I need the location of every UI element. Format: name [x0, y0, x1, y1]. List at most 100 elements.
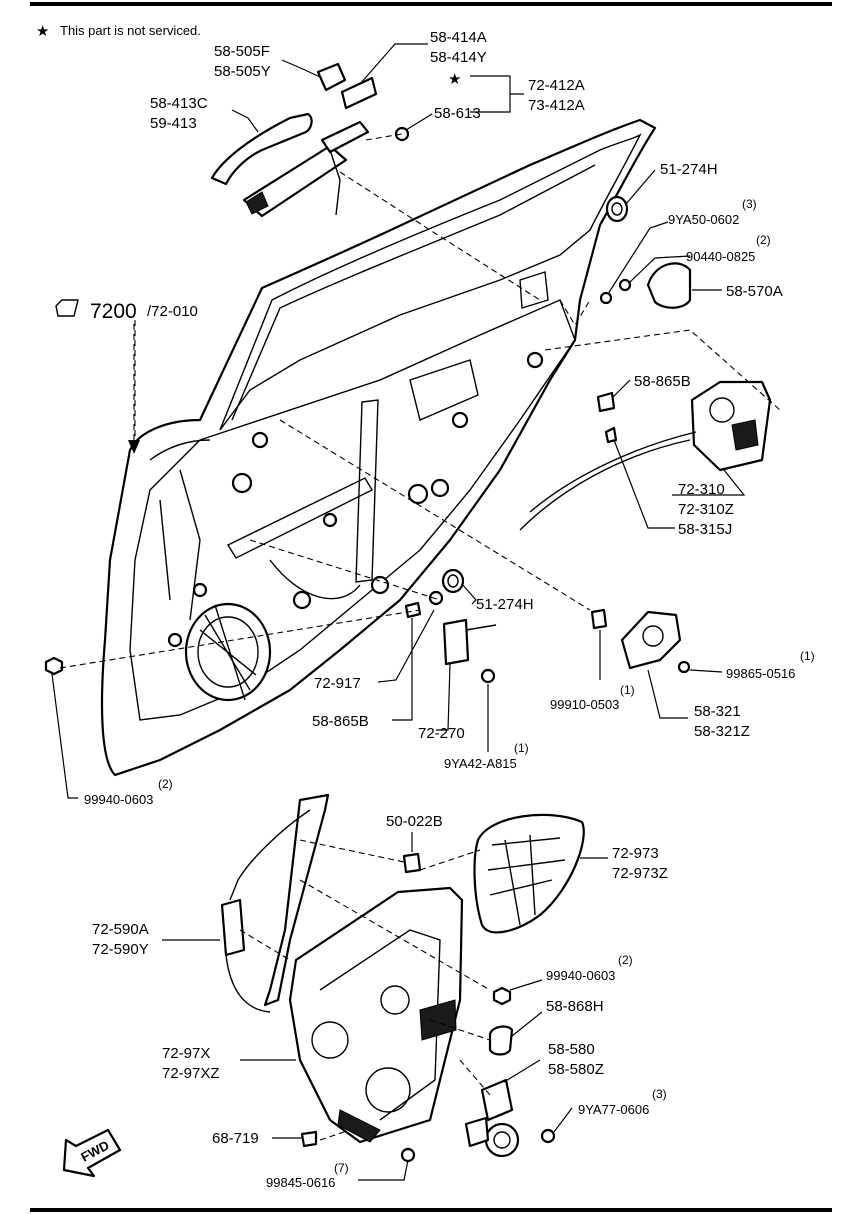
- grommet-top: [605, 195, 629, 223]
- leader: [672, 469, 746, 496]
- part-number: 58-413C: [150, 95, 208, 112]
- door-checker-arm: [465, 624, 497, 631]
- clip-58-865b-top: [596, 391, 616, 413]
- assembly-guide-lines-upper: [59, 133, 781, 669]
- part-number: 99845-0616: [266, 1175, 335, 1190]
- leader: [511, 1011, 543, 1037]
- sealing-screen-mesh: [487, 834, 566, 926]
- bolt-99865: [677, 660, 691, 674]
- window-frame: [219, 133, 642, 431]
- handle-recess: [519, 271, 549, 309]
- part-number: 99940-0603: [546, 968, 615, 983]
- fwd-arrow: FWD: [62, 1128, 122, 1178]
- nut-99940-bottom: [492, 986, 512, 1006]
- legend: ★ This part is not serviced.: [36, 23, 201, 40]
- lower-module-drawing: [220, 793, 585, 1163]
- module-carrier-72-97x: [288, 886, 464, 1144]
- main-assembly-callout: 7200 /72-010: [55, 299, 198, 454]
- leader: [461, 583, 477, 605]
- part-number: 51-274H: [476, 596, 534, 613]
- service-hole: [322, 512, 338, 528]
- quantity: (2): [756, 233, 771, 247]
- service-hole: [430, 478, 450, 498]
- part-number: 9YA77-0606: [578, 1102, 649, 1117]
- part-number: 58-414A: [430, 29, 487, 46]
- nut-99940-left: [44, 656, 64, 676]
- guide-rail: [355, 399, 379, 583]
- speaker-opening-inner: [197, 616, 259, 688]
- quantity: (1): [800, 649, 815, 663]
- pad-58-868h: [488, 1025, 514, 1056]
- part-number: 72-310: [678, 481, 725, 498]
- sealing-screen-72-973: [473, 813, 585, 934]
- service-hole: [370, 575, 390, 595]
- clip-50-022b: [402, 852, 422, 874]
- quantity: (1): [620, 683, 635, 697]
- part-number: 58-613: [434, 105, 481, 122]
- motor-gearbox: [484, 1122, 520, 1158]
- leader: [625, 169, 656, 205]
- leader: [359, 43, 428, 85]
- module-carrier-inner: [319, 929, 441, 1121]
- leader: [611, 379, 631, 399]
- leader: [629, 255, 691, 283]
- module-opening: [311, 1021, 349, 1059]
- part-number: 58-315J: [678, 521, 732, 538]
- part-number: 72-973Z: [612, 865, 668, 882]
- guide-line: [249, 539, 441, 601]
- window-frame-inner: [231, 164, 596, 421]
- lock-recess: [409, 359, 479, 421]
- part-number: 58-570A: [726, 283, 783, 300]
- part-number: 72-270: [418, 725, 465, 742]
- leader: [613, 439, 675, 529]
- part-number: 72-97XZ: [162, 1065, 220, 1082]
- part-number: 99940-0603: [84, 792, 153, 807]
- lock-motor-block: [731, 419, 759, 451]
- panel-contour: [269, 559, 361, 600]
- part-number: 72-412A: [528, 77, 585, 94]
- assembly-icon: [55, 299, 79, 317]
- part-number: 58-865B: [634, 373, 691, 390]
- part-number: 72-590A: [92, 921, 149, 938]
- regulator-rail: [263, 793, 330, 1007]
- hinge-pivot: [642, 625, 664, 647]
- guide-line: [429, 1019, 491, 1041]
- module-opening: [380, 985, 410, 1015]
- service-hole: [407, 483, 429, 505]
- part-number: 58-580Z: [548, 1061, 604, 1078]
- main-assembly-code: 7200: [90, 300, 137, 323]
- part-number: 99865-0516: [726, 666, 795, 681]
- part-number: 58-868H: [546, 998, 604, 1015]
- leader: [509, 979, 543, 991]
- part-number: 50-022B: [386, 813, 443, 830]
- quantity: (3): [652, 1087, 667, 1101]
- clip-99910: [590, 608, 608, 630]
- guide-line: [299, 839, 405, 863]
- regulator-cable: [229, 809, 311, 901]
- part-number: 73-412A: [528, 97, 585, 114]
- hinge-58-321: [620, 610, 682, 670]
- grommet-top-inner: [611, 202, 623, 216]
- reinforcement-bar: [226, 477, 373, 559]
- part-number: 72-973: [612, 845, 659, 862]
- handle-cap: [316, 62, 347, 92]
- part-number: 58-580: [548, 1041, 595, 1058]
- quantity: (3): [742, 197, 757, 211]
- service-hole: [192, 582, 208, 598]
- part-number: 58-321Z: [694, 723, 750, 740]
- grommet-mid-inner: [447, 574, 459, 588]
- door-outer-shell: [100, 118, 657, 777]
- cable-clip: [604, 426, 618, 444]
- part-number: 58-505F: [214, 43, 270, 60]
- motor-gearbox-hub: [493, 1131, 511, 1149]
- module-lower-trim: [337, 1109, 381, 1143]
- leader: [503, 1059, 541, 1083]
- motor-connector: [464, 1116, 490, 1148]
- service-hole: [231, 472, 253, 494]
- door-lock-actuator: [690, 380, 772, 472]
- clip-68-719: [300, 1130, 318, 1148]
- service-hole: [167, 632, 183, 648]
- part-number: 58-414Y: [430, 49, 487, 66]
- part-number: 99910-0503: [550, 697, 619, 712]
